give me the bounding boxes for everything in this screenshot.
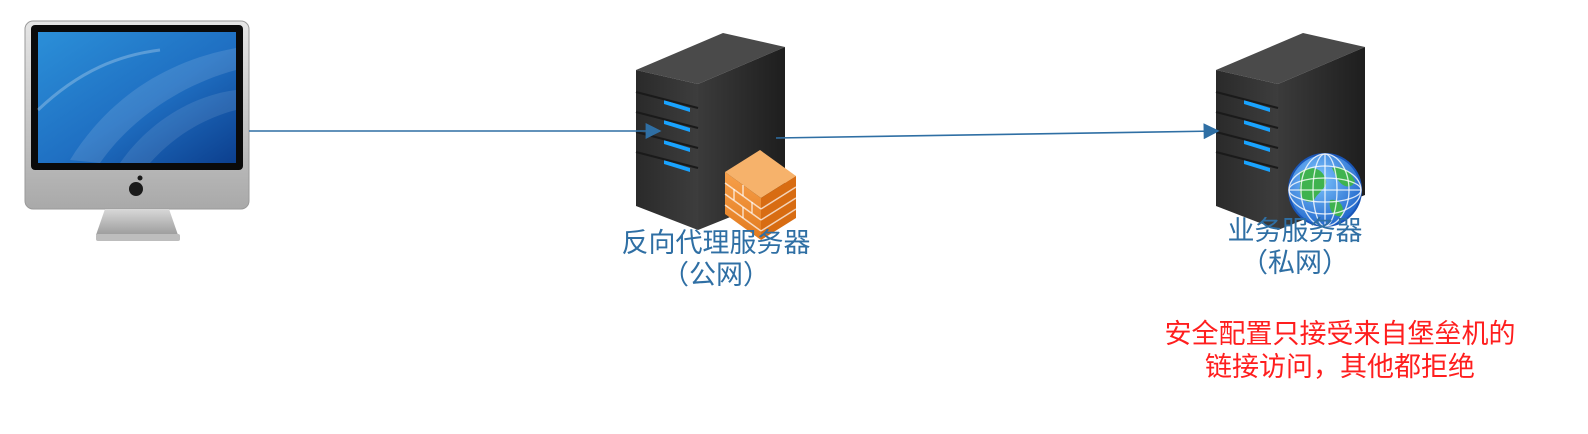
security-note: 安全配置只接受来自堡垒机的 链接访问，其他都拒绝 (1130, 318, 1550, 384)
business-server-label: 业务服务器 （私网） (1195, 216, 1395, 280)
proxy-server-label: 反向代理服务器 （公网） (600, 228, 832, 292)
globe-icon (1288, 153, 1362, 227)
business-server-network: （私网） (1241, 248, 1349, 279)
business-server-name: 业务服务器 (1227, 216, 1363, 247)
security-note-line-2: 链接访问，其他都拒绝 (1205, 352, 1475, 383)
proxy-server-icon (635, 33, 785, 230)
security-note-line-1: 安全配置只接受来自堡垒机的 (1164, 319, 1516, 350)
proxy-to-business-arrow (775, 123, 1220, 140)
proxy-server-network: （公网） (662, 260, 770, 291)
apple-logo-icon (129, 175, 143, 196)
proxy-server-name: 反向代理服务器 (621, 228, 811, 259)
firewall-icon (724, 150, 797, 240)
client-computer-icon (24, 20, 250, 241)
